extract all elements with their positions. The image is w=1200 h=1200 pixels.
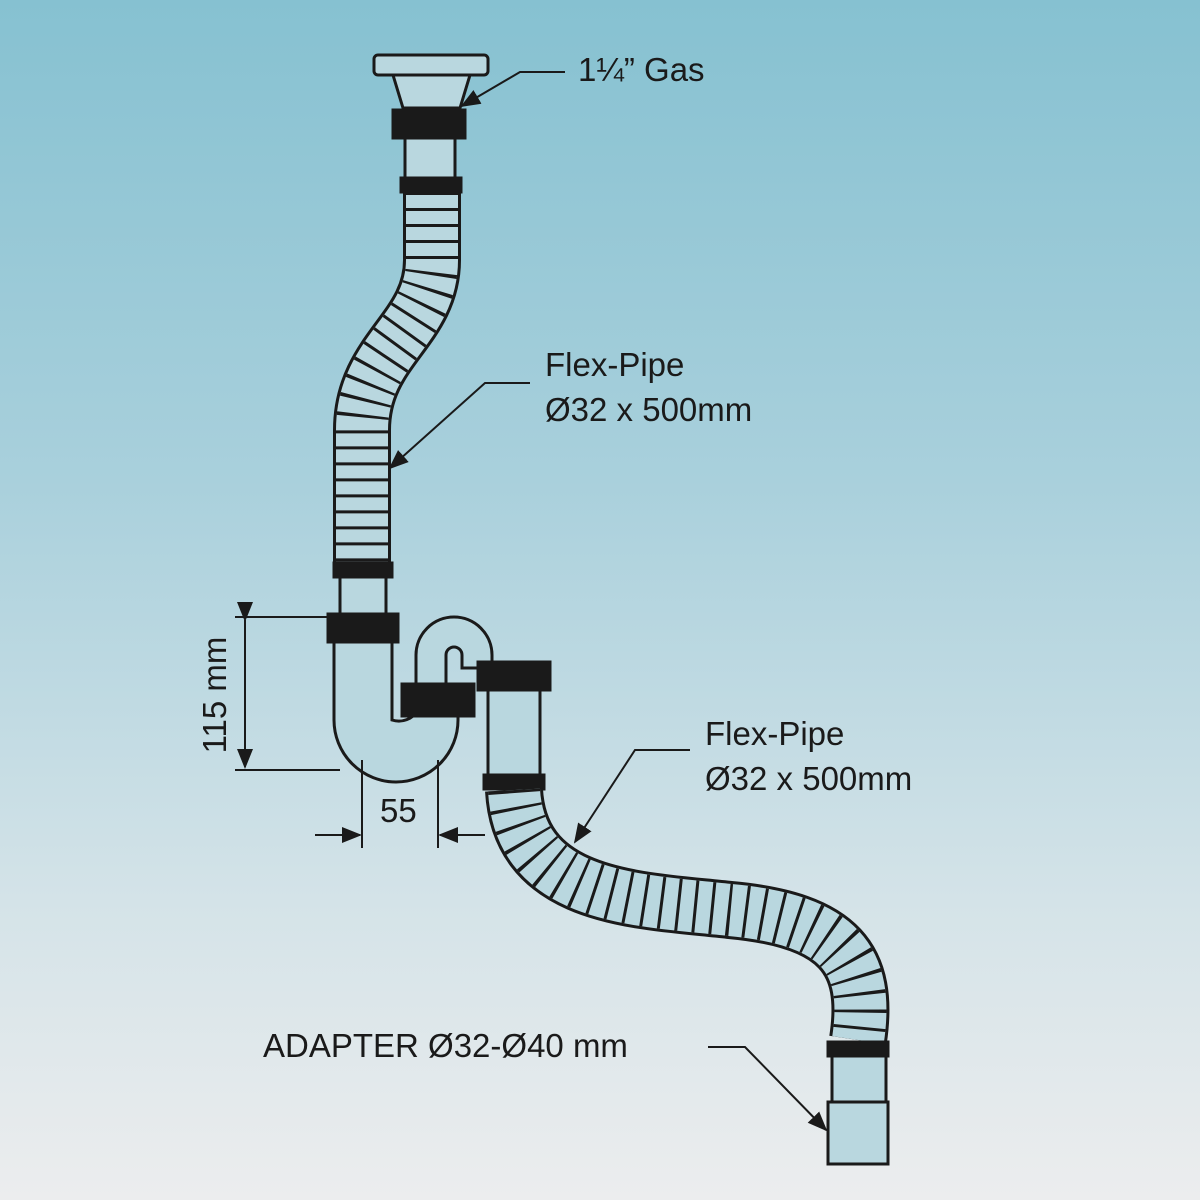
- flex-pipe-1: [332, 192, 461, 617]
- flex-pipe-2: [485, 786, 890, 1045]
- flex-pipe-1-label: Flex-Pipe Ø32 x 500mm: [545, 342, 752, 432]
- leader-lines: [388, 71, 828, 1132]
- offset-dimension: 55: [380, 792, 417, 829]
- inlet-fitting: [372, 53, 490, 194]
- p-trap: [326, 612, 552, 791]
- flex-pipe-1-spec: Ø32 x 500mm: [545, 391, 753, 428]
- flex-pipe-2-title: Flex-Pipe: [705, 715, 845, 752]
- adapter-label: ADAPTER Ø32-Ø40 mm: [263, 1027, 628, 1064]
- adapter-fitting: [826, 1040, 890, 1166]
- flex-pipe-2-spec: Ø32 x 500mm: [705, 760, 913, 797]
- dimension-lines: [235, 602, 485, 848]
- flex-pipe-2-label: Flex-Pipe Ø32 x 500mm: [705, 711, 912, 801]
- inlet-label: 1¼” Gas: [578, 51, 705, 88]
- flex-pipe-1-title: Flex-Pipe: [545, 346, 685, 383]
- height-dimension: 115 mm: [196, 636, 233, 754]
